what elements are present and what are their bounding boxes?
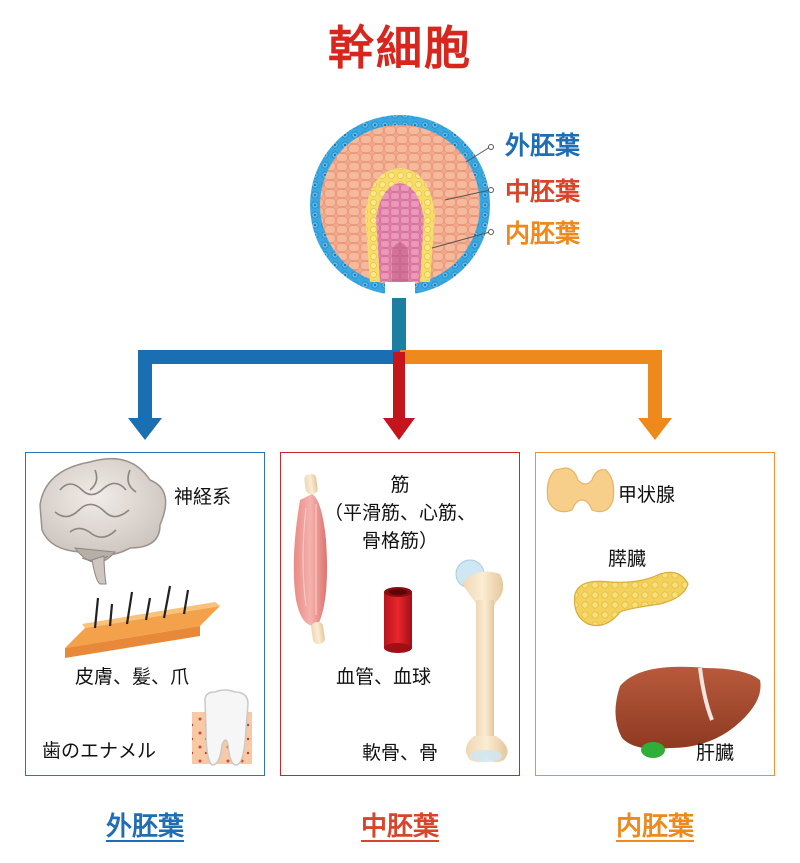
text-thyroid: 甲状腺 <box>618 484 676 506</box>
text-muscle-types: （平滑筋、心筋、 <box>323 502 476 524</box>
footer-endoderm: 内胚葉 <box>615 812 694 842</box>
skin-hair-icon <box>65 585 220 658</box>
text-cartilage-bone: 軟骨、骨 <box>362 742 439 764</box>
label-endoderm: 内胚葉 <box>505 219 581 248</box>
embryo-illustration <box>310 115 494 302</box>
text-tooth-enamel: 歯のエナメル <box>42 740 157 762</box>
text-blood-vessels: 血管、血球 <box>336 666 432 688</box>
liver-icon <box>615 666 761 758</box>
text-skin-hair-nails: 皮膚、髪、爪 <box>75 666 190 688</box>
bone-icon <box>455 559 508 763</box>
blood-vessel-icon <box>384 587 412 653</box>
footer-ectoderm: 外胚葉 <box>105 812 184 842</box>
text-nervous-system: 神経系 <box>174 486 232 508</box>
footer-mesoderm: 中胚葉 <box>360 812 439 842</box>
panel-mesoderm <box>280 452 520 776</box>
panel-endoderm <box>535 452 775 776</box>
text-skeletal-muscle: 骨格筋） <box>361 530 438 552</box>
label-mesoderm: 中胚葉 <box>505 177 581 206</box>
page-title: 幹細胞 <box>328 21 472 75</box>
pancreas-icon <box>573 571 689 627</box>
muscle-icon <box>293 473 327 645</box>
text-pancreas: 膵臓 <box>608 548 647 570</box>
panel-ectoderm <box>25 452 265 776</box>
thyroid-icon <box>546 467 615 513</box>
label-ectoderm: 外胚葉 <box>505 131 581 160</box>
brain-icon <box>39 457 167 585</box>
branch-arrows <box>128 298 672 440</box>
text-muscle: 筋 <box>390 474 410 496</box>
text-liver: 肝臓 <box>696 742 735 764</box>
tooth-icon <box>192 689 252 766</box>
